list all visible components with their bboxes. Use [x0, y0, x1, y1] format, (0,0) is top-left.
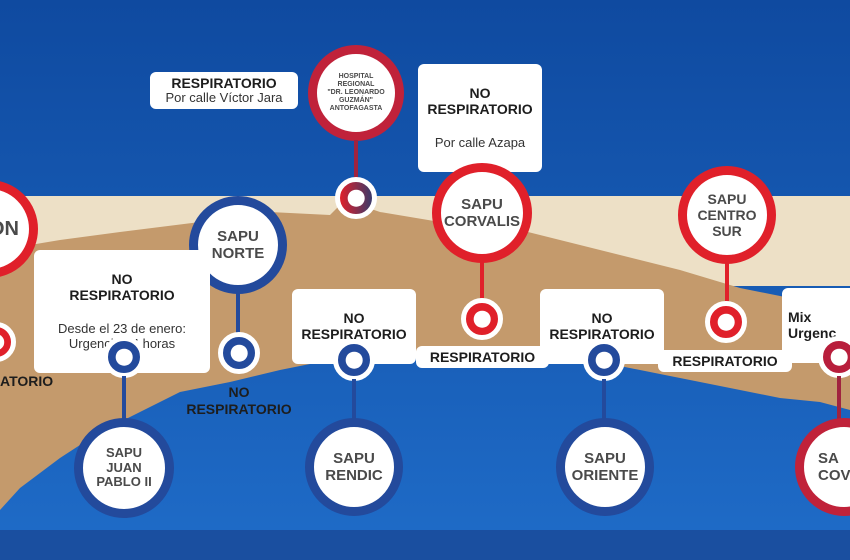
hospital-regional-label: HOSPITAL REGIONAL "DR. LEONARDO GUZMÁN" … — [327, 72, 385, 113]
sapu-centro-sur-stem — [725, 263, 729, 301]
sapu-rendic-stem — [352, 379, 356, 421]
sapu-coviefi-badge[interactable]: SA COVI — [795, 418, 850, 516]
sapu-juan-pablo-pin[interactable] — [103, 336, 145, 378]
sapu-corvalis-badge[interactable]: SAPU CORVALIS — [432, 163, 532, 263]
sapu-norte-stem — [236, 292, 240, 334]
sapu-corvalis-label: SAPU CORVALIS — [443, 195, 521, 230]
hospital-stem — [354, 140, 358, 178]
juan-pablo-status-title: NO RESPIRATORIO — [69, 271, 175, 304]
sapu-oriente-stem — [602, 379, 606, 421]
sapu-rendic-badge[interactable]: SAPU RENDIC — [305, 418, 403, 516]
corvalis-status-title: RESPIRATORIO — [429, 349, 536, 365]
sapu-coviefi-stem — [837, 376, 841, 420]
bottom-band — [0, 530, 850, 560]
sapu-norte-label: SAPU NORTE — [211, 227, 265, 262]
sapu-oriente-pin[interactable] — [583, 339, 625, 381]
corvalis-status-tag: RESPIRATORIO — [416, 346, 549, 369]
hospital-pin[interactable] — [335, 177, 377, 219]
centro-sur-status-tag: RESPIRATORIO — [658, 350, 792, 373]
rendic-status-title: NO RESPIRATORIO — [301, 310, 407, 343]
centro-sur-status-title: RESPIRATORIO — [672, 353, 778, 369]
left-partial-label: ON — [0, 217, 19, 240]
sapu-coviefi-label: SA COVI — [818, 449, 850, 484]
sapu-centro-sur-badge[interactable]: SAPU CENTRO SUR — [678, 166, 776, 264]
sapu-norte-pin[interactable] — [218, 332, 260, 374]
coviefi-status-title: Mix Urgenc — [788, 309, 837, 342]
hospital-respiratory-sub: Por calle Víctor Jara — [165, 90, 283, 106]
sapu-rendic-pin[interactable] — [333, 339, 375, 381]
hospital-nonrespiratory-sub: Por calle Azapa — [434, 134, 526, 150]
sapu-oriente-badge[interactable]: SAPU ORIENTE — [556, 418, 654, 516]
sapu-juan-pablo-badge[interactable]: SAPU JUAN PABLO II — [74, 418, 174, 518]
hospital-regional-badge[interactable]: HOSPITAL REGIONAL "DR. LEONARDO GUZMÁN" … — [308, 45, 404, 141]
sapu-norte-status: NO RESPIRATORIO — [186, 384, 292, 417]
sapu-corvalis-pin[interactable] — [461, 298, 503, 340]
hospital-nonrespiratory-title: NO RESPIRATORIO — [427, 85, 533, 118]
sapu-juan-pablo-stem — [122, 376, 126, 422]
sapu-oriente-label: SAPU ORIENTE — [571, 449, 639, 484]
sapu-centro-sur-pin[interactable] — [705, 301, 747, 343]
hospital-nonrespiratory-tag: NO RESPIRATORIO Por calle Azapa — [418, 64, 542, 173]
sapu-juan-pablo-label: SAPU JUAN PABLO II — [96, 444, 152, 490]
sapu-corvalis-stem — [480, 262, 484, 298]
hospital-respiratory-tag: RESPIRATORIO Por calle Víctor Jara — [150, 72, 298, 110]
sapu-rendic-label: SAPU RENDIC — [325, 449, 383, 484]
hospital-respiratory-title: RESPIRATORIO — [171, 75, 277, 91]
left-respiratory-label: ATORIO — [0, 373, 54, 389]
sapu-centro-sur-label: SAPU CENTRO SUR — [697, 190, 757, 240]
sapu-coviefi-pin[interactable] — [818, 336, 850, 378]
oriente-status-title: NO RESPIRATORIO — [549, 310, 655, 343]
